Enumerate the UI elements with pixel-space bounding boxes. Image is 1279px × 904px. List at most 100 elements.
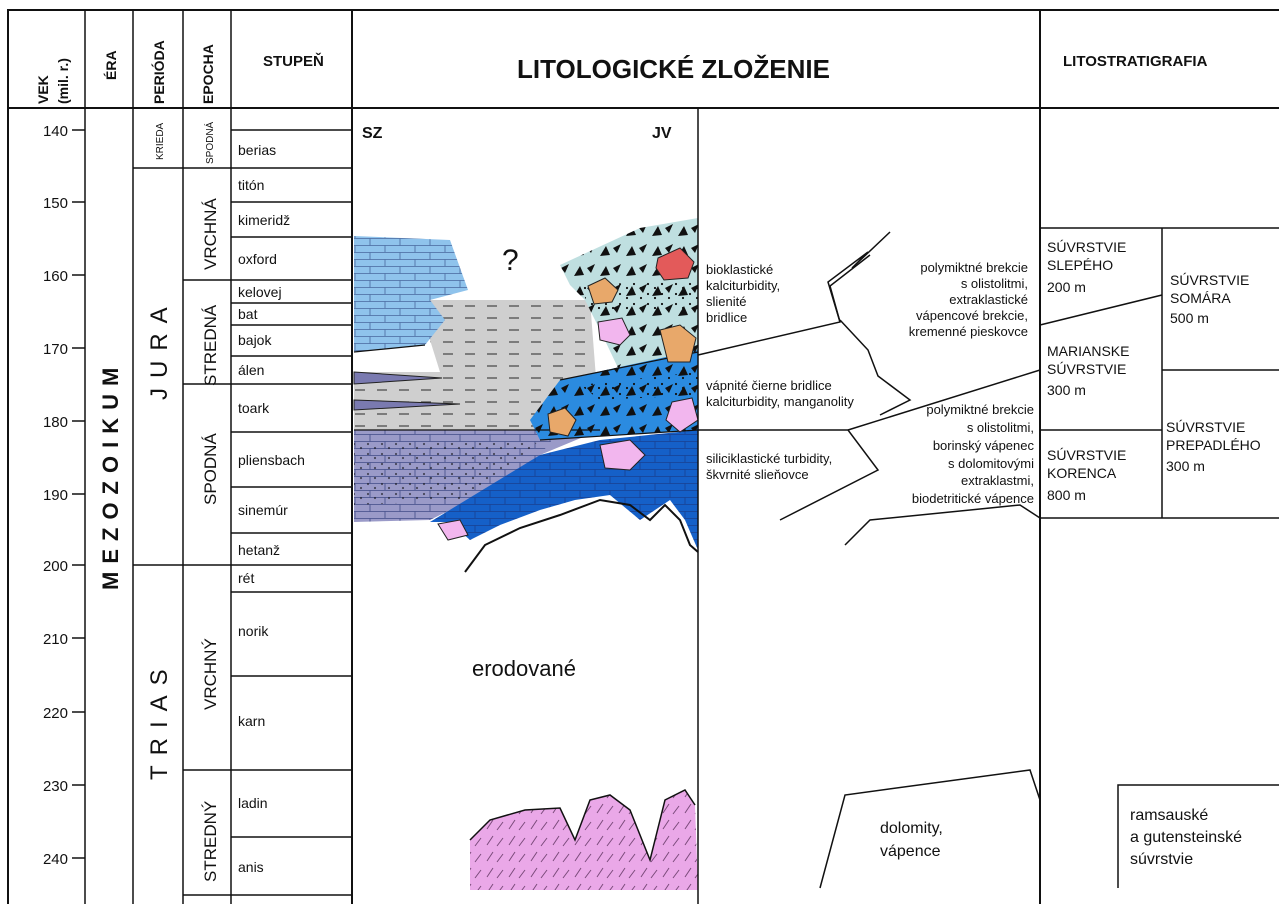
age-tick: 200 xyxy=(43,558,68,575)
stage-label: kelovej xyxy=(238,284,282,300)
unit-line: súvrstvie xyxy=(1130,851,1193,868)
desc-siliciclastic: siliciklastické turbidity, škvrnité slie… xyxy=(706,451,832,482)
desc-line: vápence xyxy=(880,843,941,860)
unit-prepadleho: SÚVRSTVIE PREPADLÉHO 300 m xyxy=(1166,419,1261,474)
header-epoch: EPOCHA xyxy=(200,44,216,104)
unit-line: PREPADLÉHO xyxy=(1166,437,1261,453)
unit-slepeho: SÚVRSTVIE SLEPÉHO 200 m xyxy=(1047,239,1126,295)
unit-line: 200 m xyxy=(1047,279,1086,295)
age-tick: 180 xyxy=(43,414,68,431)
epoch-krieda-spodna: SPODNÁ xyxy=(203,121,216,164)
unit-line: KORENCA xyxy=(1047,465,1117,481)
unit-korenca: SÚVRSTVIE KORENCA 800 m xyxy=(1047,447,1126,503)
desc-line: biodetritické vápence xyxy=(912,491,1034,506)
unit-ramsauske: ramsauské a gutensteinské súvrstvie xyxy=(1130,807,1242,868)
desc-line: borinský vápenec xyxy=(933,438,1035,453)
desc-line: extraklastmi, xyxy=(961,473,1034,488)
desc-line: s olistolitmi, xyxy=(967,420,1034,435)
desc-line: vápencové brekcie, xyxy=(916,308,1028,323)
desc-line: bridlice xyxy=(706,310,747,325)
unit-line: 800 m xyxy=(1047,487,1086,503)
unit-line: SÚVRSTVIE xyxy=(1047,361,1126,377)
period-krieda: KRIEDA xyxy=(155,122,166,160)
stage-label: bat xyxy=(238,306,258,322)
header-lithostratigraphy: LITOSTRATIGRAFIA xyxy=(1063,53,1208,70)
unit-line: MARIANSKE xyxy=(1047,343,1129,359)
unit-line: 300 m xyxy=(1047,382,1086,398)
stage-label: norik xyxy=(238,623,269,639)
desc-line: slienité xyxy=(706,294,746,309)
question-mark: ? xyxy=(502,244,519,277)
age-tick: 230 xyxy=(43,778,68,795)
age-tick: 170 xyxy=(43,341,68,358)
era-label: MEZOZOIKUM xyxy=(98,360,123,590)
age-tick: 190 xyxy=(43,487,68,504)
epoch-jura-stredna: STREDNÁ xyxy=(201,304,220,386)
stage-label: bajok xyxy=(238,332,272,348)
age-tick: 150 xyxy=(43,195,68,212)
header-lithology: LITOLOGICKÉ ZLOŽENIE xyxy=(517,54,830,84)
desc-line: dolomity, xyxy=(880,820,943,837)
desc-line: kalciturbidity, manganolity xyxy=(706,394,854,409)
stage-label: rét xyxy=(238,570,254,586)
direction-nw: SZ xyxy=(362,125,383,142)
epoch-trias-vrchny: VRCHNÝ xyxy=(201,638,220,710)
stage-label: kimeridž xyxy=(238,212,290,228)
stage-label: hetanž xyxy=(238,542,280,558)
epoch-trias-stredny: STREDNÝ xyxy=(201,801,220,882)
unit-line: SÚVRSTVIE xyxy=(1170,272,1249,288)
unit-marianske: MARIANSKE SÚVRSTVIE 300 m xyxy=(1047,343,1129,398)
desc-line: kalciturbidity, xyxy=(706,278,780,293)
desc-line: vápnité čierne bridlice xyxy=(706,378,832,393)
header-period: PERIÓDA xyxy=(150,40,167,104)
epoch-jura-spodna: SPODNÁ xyxy=(201,433,220,505)
eroded-label: erodované xyxy=(472,656,576,681)
desc-polymict-lower: polymiktné brekcie s olistolitmi, borins… xyxy=(912,402,1035,506)
age-tick: 160 xyxy=(43,268,68,285)
stage-label: oxford xyxy=(238,251,277,267)
epoch-jura-vrchna: VRCHNÁ xyxy=(201,198,220,270)
unit-line: 500 m xyxy=(1170,310,1209,326)
unit-line: a gutensteinské xyxy=(1130,829,1242,846)
unit-line: SÚVRSTVIE xyxy=(1047,447,1126,463)
unit-somara: SÚVRSTVIE SOMÁRA 500 m xyxy=(1170,272,1249,326)
unit-line: SÚVRSTVIE xyxy=(1166,419,1245,435)
unit-line: SÚVRSTVIE xyxy=(1047,239,1126,255)
unit-line: ramsauské xyxy=(1130,807,1208,824)
unit-line: SLEPÉHO xyxy=(1047,257,1113,273)
desc-dolomites: dolomity, vápence xyxy=(880,820,943,860)
desc-line: polymiktné brekcie xyxy=(920,260,1028,275)
stage-label: ladin xyxy=(238,795,268,811)
age-tick: 140 xyxy=(43,123,68,140)
desc-polymict-upper: polymiktné brekcie s olistolitmi, extrak… xyxy=(909,260,1028,339)
header-era: ÉRA xyxy=(103,50,119,80)
desc-line: extraklastické xyxy=(949,292,1028,307)
age-tick: 220 xyxy=(43,705,68,722)
stage-label: álen xyxy=(238,362,264,378)
stage-label: titón xyxy=(238,177,264,193)
stage-label: berias xyxy=(238,142,276,158)
header-age: VEK xyxy=(35,75,51,104)
stage-label: pliensbach xyxy=(238,452,305,468)
age-tick: 210 xyxy=(43,631,68,648)
desc-line: škvrnité slieňovce xyxy=(706,467,809,482)
desc-line: s olistolitmi, xyxy=(961,276,1028,291)
stage-label: karn xyxy=(238,713,265,729)
age-tick: 240 xyxy=(43,851,68,868)
unit-line: 300 m xyxy=(1166,458,1205,474)
desc-line: s dolomitovými xyxy=(948,456,1034,471)
desc-line: bioklastické xyxy=(706,262,773,277)
desc-line: kremenné pieskovce xyxy=(909,324,1028,339)
desc-line: siliciklastické turbidity, xyxy=(706,451,832,466)
desc-black-shale: vápnité čierne bridlice kalciturbidity, … xyxy=(706,378,854,409)
stage-label: anis xyxy=(238,859,264,875)
desc-bioclastic: bioklastické kalciturbidity, slienité br… xyxy=(706,262,780,325)
unit-line: SOMÁRA xyxy=(1170,290,1231,306)
period-trias: TRIAS xyxy=(146,659,173,780)
header-stage: STUPEŇ xyxy=(263,52,324,70)
header-age-unit: (mil. r.) xyxy=(55,58,71,104)
period-jura: JURA xyxy=(146,297,173,400)
direction-se: JV xyxy=(652,125,672,142)
desc-line: polymiktné brekcie xyxy=(926,402,1034,417)
